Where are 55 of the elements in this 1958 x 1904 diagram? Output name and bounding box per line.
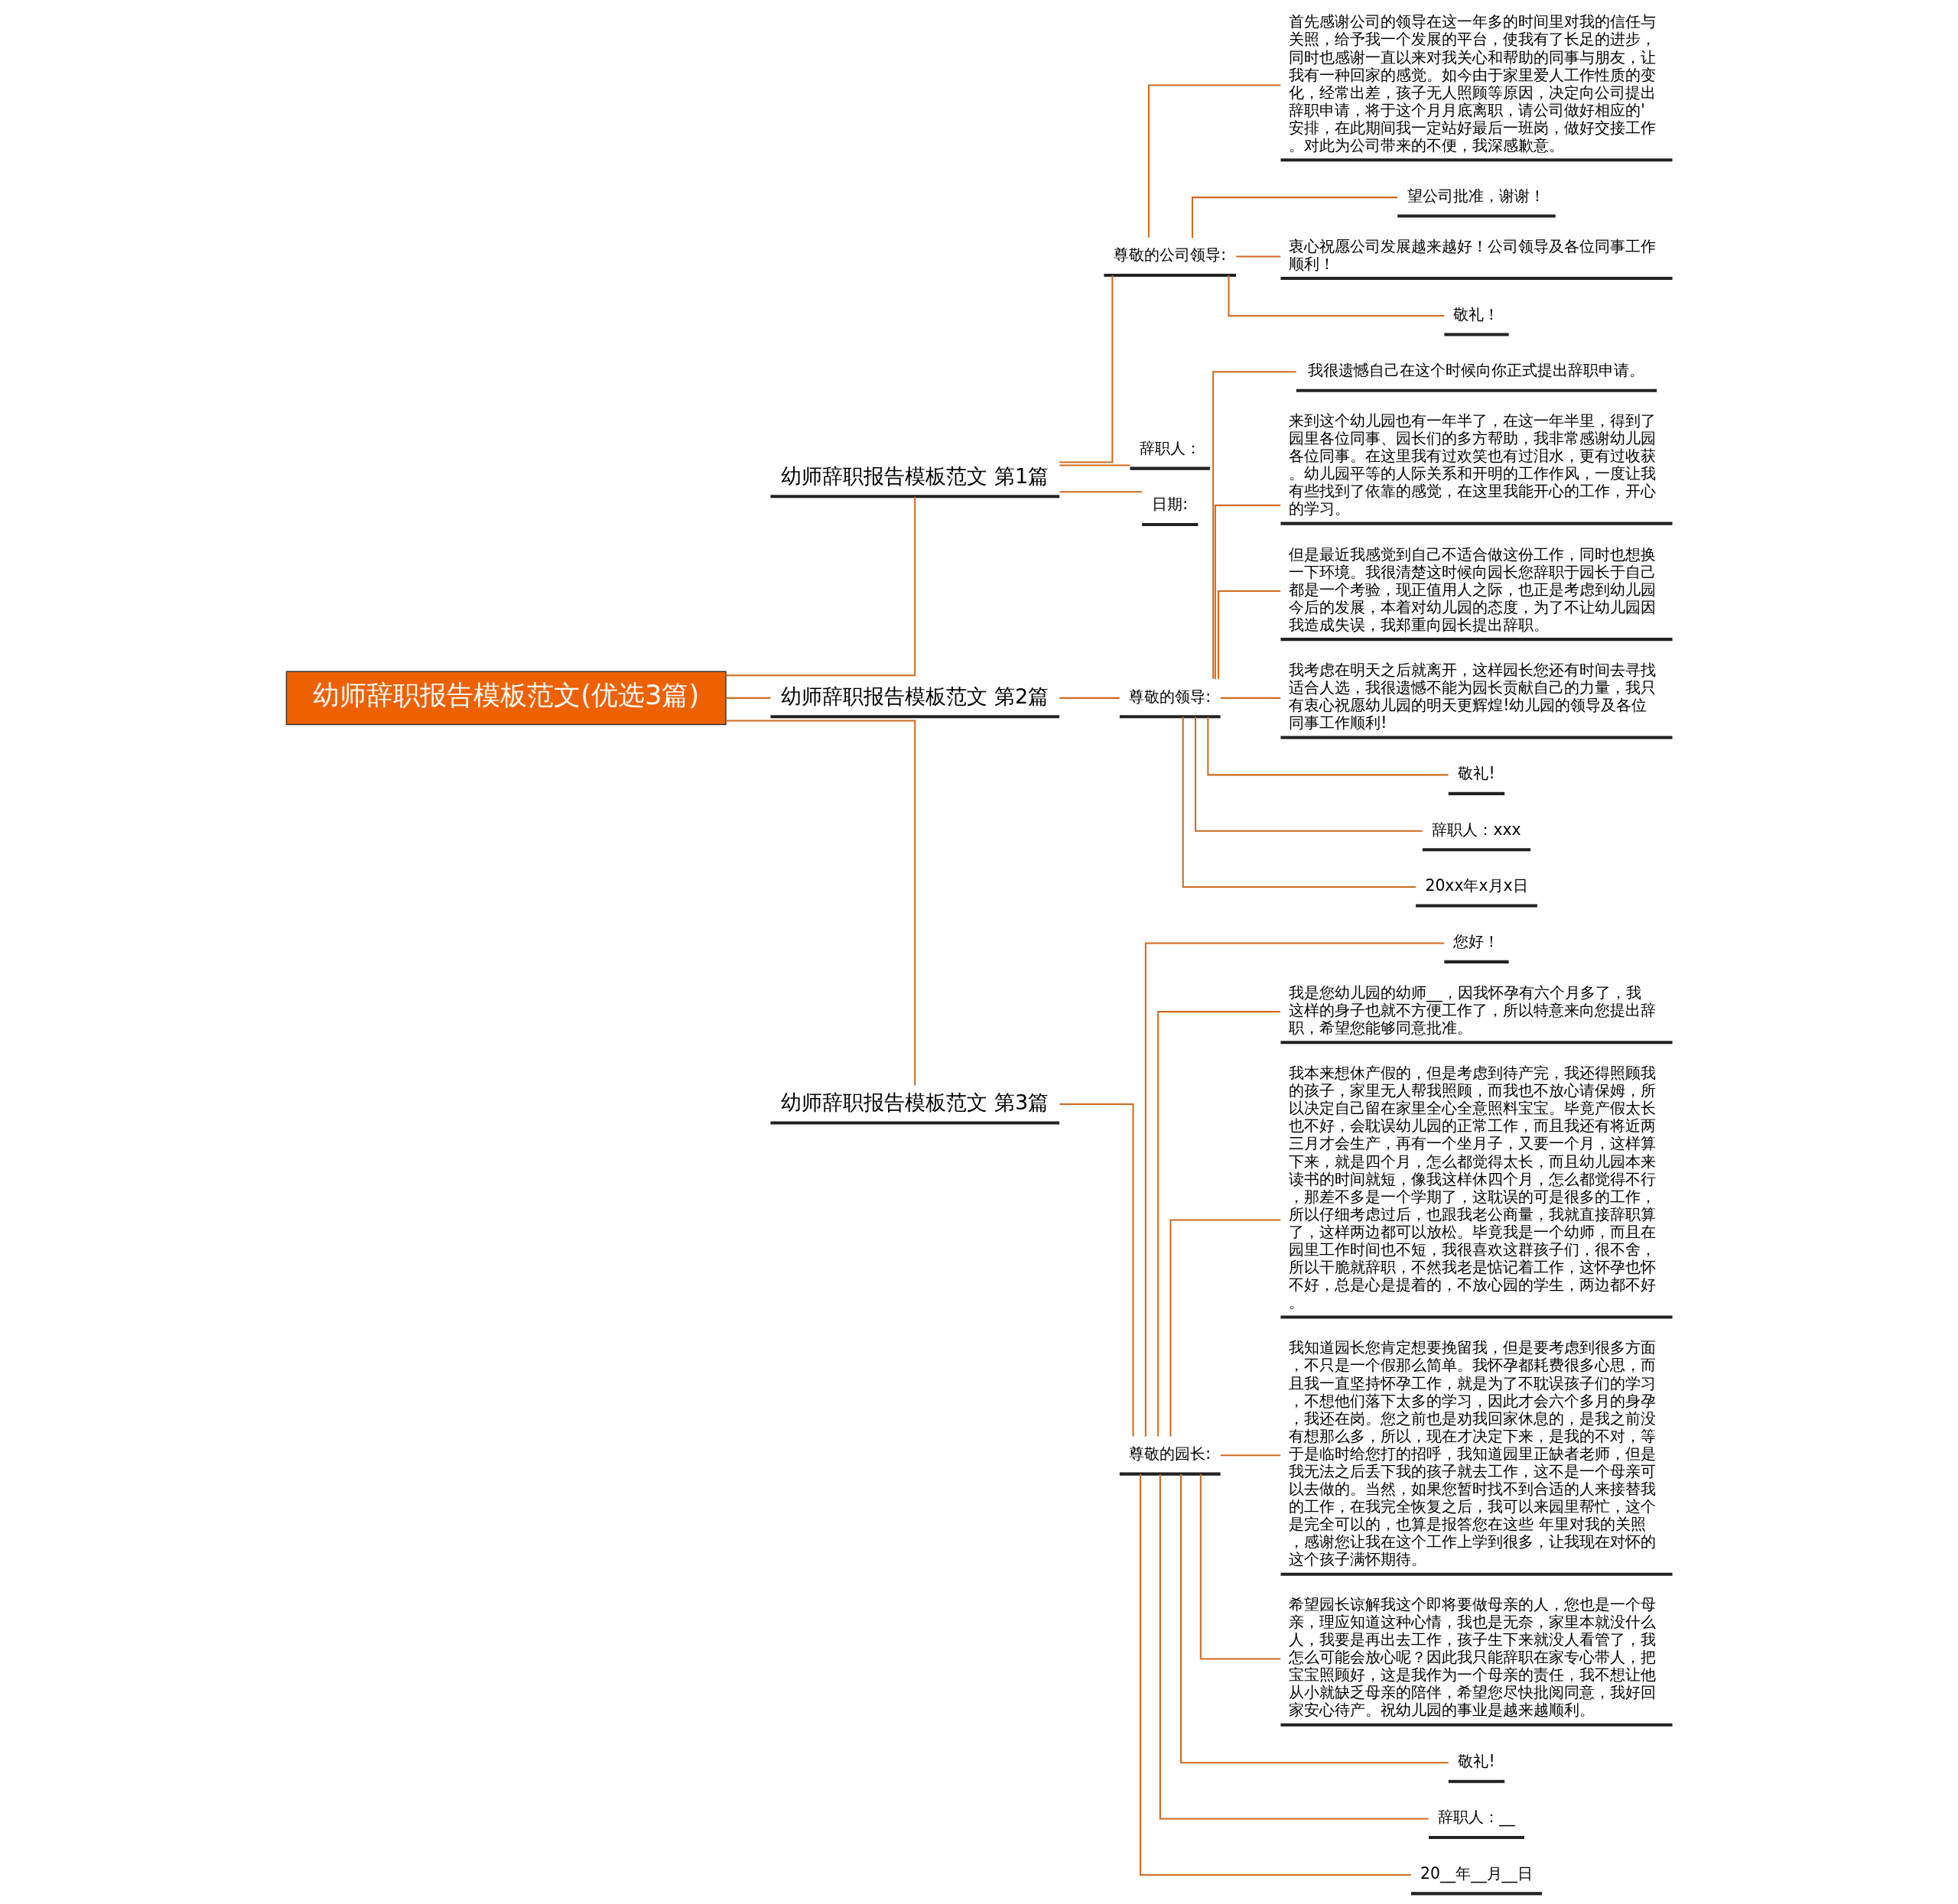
connector — [1228, 275, 1444, 317]
connector — [725, 697, 770, 699]
node-text: 尊敬的领导: — [1128, 687, 1211, 706]
node-text: 您好！ — [1453, 932, 1499, 951]
node-text: 衷心祝愿公司发展越来越好！公司领导及各位同事工作顺利！ — [1288, 236, 1656, 273]
node-text: 来到这个幼儿园也有一年半了，在这一年半里，得到了园里各位同事、园长们的多方帮助，我非常感谢幼儿园各位同事。在这里我有过欢笑也有过泪水，更有过收获。幼儿园平等的人际关系和开明的工作作风，一度让我有些找到了依靠的感觉，在这里我能开心的工作，开心的学习。 — [1288, 411, 1656, 518]
node-text: 我很遗憾自己在这个时候向你正式提出辞职申请。 — [1308, 361, 1644, 380]
node-box: 幼师辞职报告模板范文(优选3篇) — [285, 671, 727, 726]
node-text: 但是最近我感觉到自己不适合做这份工作，同时也想换一下环境。我很清楚这时候向园长您辞职于园长于自己都是一个考验，现正值用人之际，也正是考虑到幼儿园今后的发展，本着对幼儿园的态度，为了不让幼儿园因我造成失误，我郑重向园长提出辞职。 — [1288, 544, 1656, 634]
connector — [1235, 255, 1280, 258]
connector — [725, 720, 916, 1086]
node-text: 尊敬的园长: — [1128, 1444, 1211, 1463]
connector — [1220, 697, 1280, 699]
connector — [1217, 590, 1280, 679]
connector — [1169, 1219, 1280, 1437]
node-text: 敬礼！ — [1453, 304, 1499, 323]
node-text: 我是您幼儿园的幼师__，因我怀孕有六个月多了，我这样的身子也就不方便工作了，所以特意来向您提出辞职，希望您能够同意批准。 — [1288, 983, 1656, 1037]
node-text: 幼师辞职报告模板范文 第1篇 — [780, 463, 1049, 488]
node-text: 我考虑在明天之后就离开，这样园长您还有时间去寻找适合人选，我很遗憾不能为园长贡献自己的力量，我只有衷心祝愿幼儿园的明天更辉煌!幼儿园的领导及各位同事工作顺利! — [1288, 660, 1656, 733]
connector — [1179, 1473, 1449, 1764]
node-text: 20xx年x月x日 — [1424, 876, 1528, 895]
connector — [1182, 716, 1416, 889]
connector — [1059, 464, 1130, 466]
node-text: 我知道园长您肯定想要挽留我，但是要考虑到很多方面，不只是一个假那么简单。我怀孕都耗费很多心思，而且我一直坚持怀孕工作，就是为了不耽误孩子们的学习，不想他们落下太多的学习，因此才会六个多月的身孕，我还在岗。您之前也是劝我回家休息的，是我之前没有想那么多，所以，现在才决定下来，是我的不对，等于是临时给您打的招呼，我知道园里正缺者老师，但是我无法之后丢下我的孩子就去工作，这不是一个母亲可以去做的。当然，如果您暂时找不到合适的人来接替我的工作，在我完全恢复之后，我可以来园里帮忙，这个是完全可以的，也算是报答您在这些 年里对我的关照，感谢您让我在这个工作上学到很多，让我现在对怀的这个孩子满怀期待。 — [1288, 1338, 1656, 1569]
connector — [1159, 1474, 1429, 1820]
connector — [1147, 84, 1280, 238]
connector — [1212, 371, 1296, 680]
node-text: 望公司批准，谢谢！ — [1407, 186, 1545, 205]
connector — [725, 496, 916, 677]
connector — [1220, 1454, 1280, 1457]
node-text: 希望园长谅解我这个即将要做母亲的人，您也是一个母亲，理应知道这种心情，我也是无奈，家里本就没什么人，我要是再出去工作，孩子生下来就没人看管了，我怎么可能会放心呢？因此我只能辞职在家专心带人，把宝宝照顾好，这是我作为一个母亲的责任，我不想让他从小就缺乏母亲的陪伴，希望您尽快批阅同意，我好回家安心待产。祝幼儿园的事业是越来越顺利。 — [1288, 1594, 1656, 1720]
connector — [1191, 197, 1397, 239]
connector — [1059, 697, 1120, 699]
node-text: 日期: — [1151, 495, 1188, 514]
connector — [1059, 1103, 1134, 1437]
node-text: 20__年__月__日 — [1420, 1863, 1533, 1883]
node-text: 我本来想休产假的，但是考虑到待产完，我还得照顾我的孩子，家里无人帮我照顾，而我也不放心请保姆，所以决定自己留在家里全心全意照料宝宝。毕竟产假太长也不好，会耽误幼儿园的正常工作，而且我还有将近两三月才会生产，再有一个坐月子，又要一个月，这样算下来，就是四个月，怎么都觉得太长，而且幼儿园本来读书的时间就短，像我这样休四个月，怎么都觉得不行，那差不多是一个学期了，这耽误的可是很多的工作，所以仔细考虑过后，也跟我老公商量，我就直接辞职算了，这样两边都可以放松。毕竟我是一个幼师，而且在园里工作时间也不短，我很喜欢这群孩子们，很不舍，所以干脆就辞职，不然我老是惦记着工作，这怀孕也怀不好，总是心是提着的，不放心园的学生，两边都不好。 — [1288, 1064, 1656, 1312]
node-text: 尊敬的公司领导: — [1113, 245, 1226, 265]
connector — [1214, 504, 1280, 680]
node-text: 辞职人：__ — [1437, 1808, 1515, 1827]
node-text: 幼师辞职报告模板范文 第3篇 — [780, 1090, 1049, 1114]
connector — [1199, 1473, 1280, 1660]
node-text: 敬礼! — [1457, 1752, 1495, 1770]
node-text: 辞职人： — [1139, 438, 1201, 457]
connector — [1059, 275, 1113, 463]
connector — [1206, 716, 1449, 776]
connector — [1139, 1473, 1411, 1876]
node-text: 首先感谢公司的领导在这一年多的时间里对我的信任与关照，给予我一个发展的平台，使我有了长足的进步，同时也感谢一直以来对我关心和帮助的同事与朋友，让我有一种回家的感觉。如今由于家里爱人工作性质的变化，经常出差，孩子无人照顾等原因，决定向公司提出辞职申请，将于这个月月底离职，请公司做好相应的'安排，在此期间我一定站好最后一班岗，做好交接工作。对此为公司带来的不便，我深感歉意。 — [1288, 12, 1656, 154]
connector — [1059, 491, 1142, 493]
node-text: 辞职人：xxx — [1431, 820, 1521, 839]
node-text: 幼师辞职报告模板范文 第2篇 — [780, 684, 1049, 708]
connector — [1156, 1011, 1280, 1437]
connector — [1194, 716, 1423, 832]
connector — [1144, 942, 1444, 1437]
node-text: 敬礼! — [1457, 764, 1495, 783]
